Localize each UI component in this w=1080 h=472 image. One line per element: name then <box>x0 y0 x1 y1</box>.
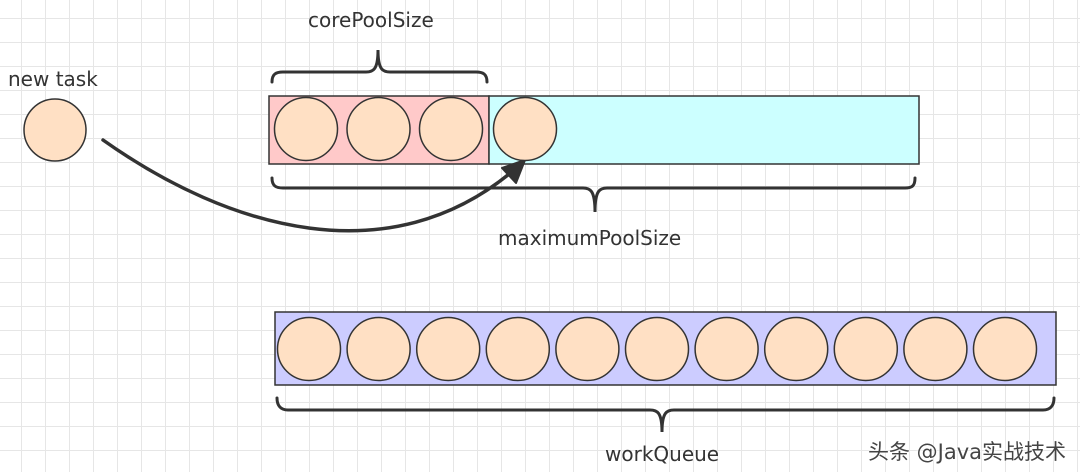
non-core-thread-circle <box>492 96 558 162</box>
new-task-circle <box>23 98 87 162</box>
queued-task-circle <box>415 316 481 382</box>
work-queue-label: workQueue <box>605 442 720 466</box>
queued-task-circle <box>485 316 551 382</box>
maximum-pool-size-brace <box>270 176 917 213</box>
core-pool-size-label: corePoolSize <box>308 8 434 32</box>
non-core-threads <box>492 96 558 162</box>
core-thread-circle <box>346 96 411 162</box>
maximum-pool-size-label: maximumPoolSize <box>498 226 682 250</box>
queued-task-circle <box>972 316 1038 382</box>
queued-tasks <box>276 316 1038 382</box>
new-task-label: new task <box>8 67 98 91</box>
queued-task-circle <box>833 316 899 382</box>
submit-arrow <box>101 138 516 233</box>
core-thread-circle <box>418 96 484 162</box>
core-thread-circle <box>273 96 339 162</box>
queued-task-circle <box>624 316 690 382</box>
queued-task-circle <box>763 316 829 382</box>
queued-task-circle <box>346 316 411 382</box>
non-core-pool-area <box>488 95 920 165</box>
core-threads <box>273 96 484 162</box>
watermark: 头条 @Java实战技术 <box>867 440 1066 464</box>
queued-task-circle <box>276 316 342 382</box>
queued-task-circle <box>694 316 759 382</box>
queued-task-circle <box>903 316 968 382</box>
submit-arrow-head <box>501 159 526 184</box>
work-queue-brace <box>275 396 1056 433</box>
queued-task-circle <box>555 316 620 382</box>
core-pool-size-brace <box>270 49 489 84</box>
